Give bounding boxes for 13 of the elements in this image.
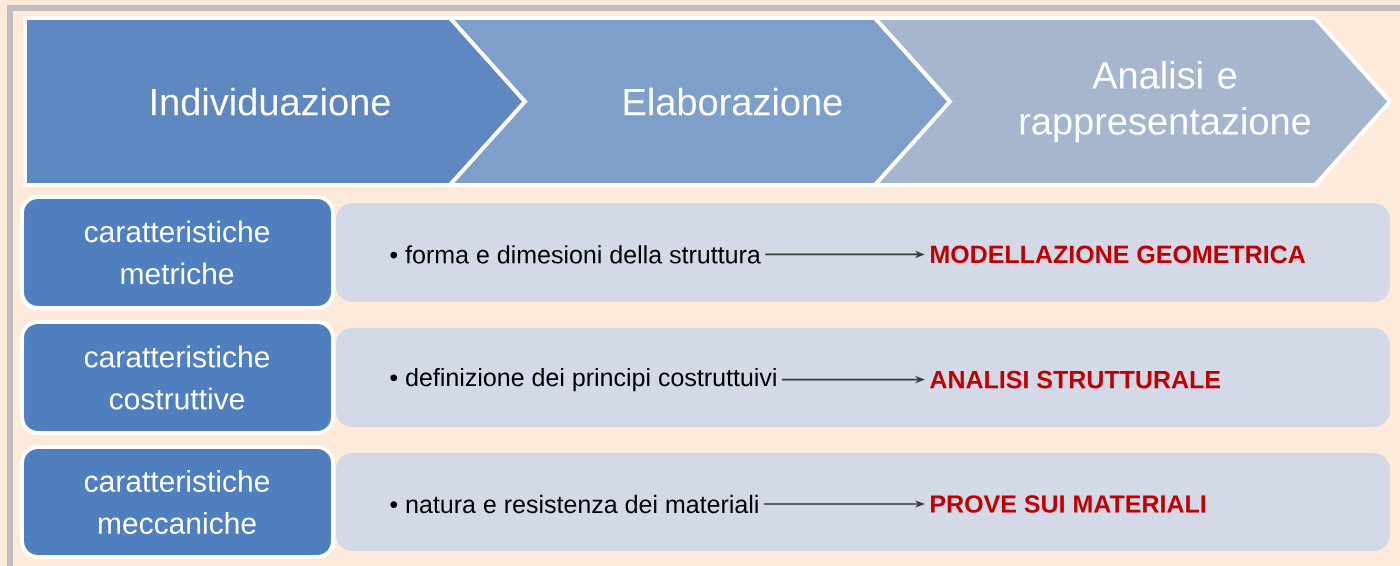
row-band	[336, 328, 1390, 428]
result-text: ANALISI STRUTTURALE	[930, 370, 1221, 389]
result-text: MODELLAZIONE GEOMETRICA	[931, 245, 1306, 264]
result-text: PROVE SUI MATERIALI	[931, 495, 1206, 513]
row-band	[336, 202, 1390, 302]
row-heading-box: caratteristiche metriche	[20, 195, 335, 310]
row-band	[336, 453, 1390, 551]
row-heading-box: caratteristiche meccaniche	[20, 445, 335, 559]
step-banner: Individuazione	[23, 16, 528, 187]
bullet-text: • definizione dei principi costruttuivi	[390, 367, 776, 392]
row-heading-box: caratteristiche costruttive	[20, 320, 335, 435]
bullet-text: • natura e resistenza dei materiali	[390, 494, 758, 514]
bullet-text: • forma e dimesioni della struttura	[390, 245, 761, 264]
